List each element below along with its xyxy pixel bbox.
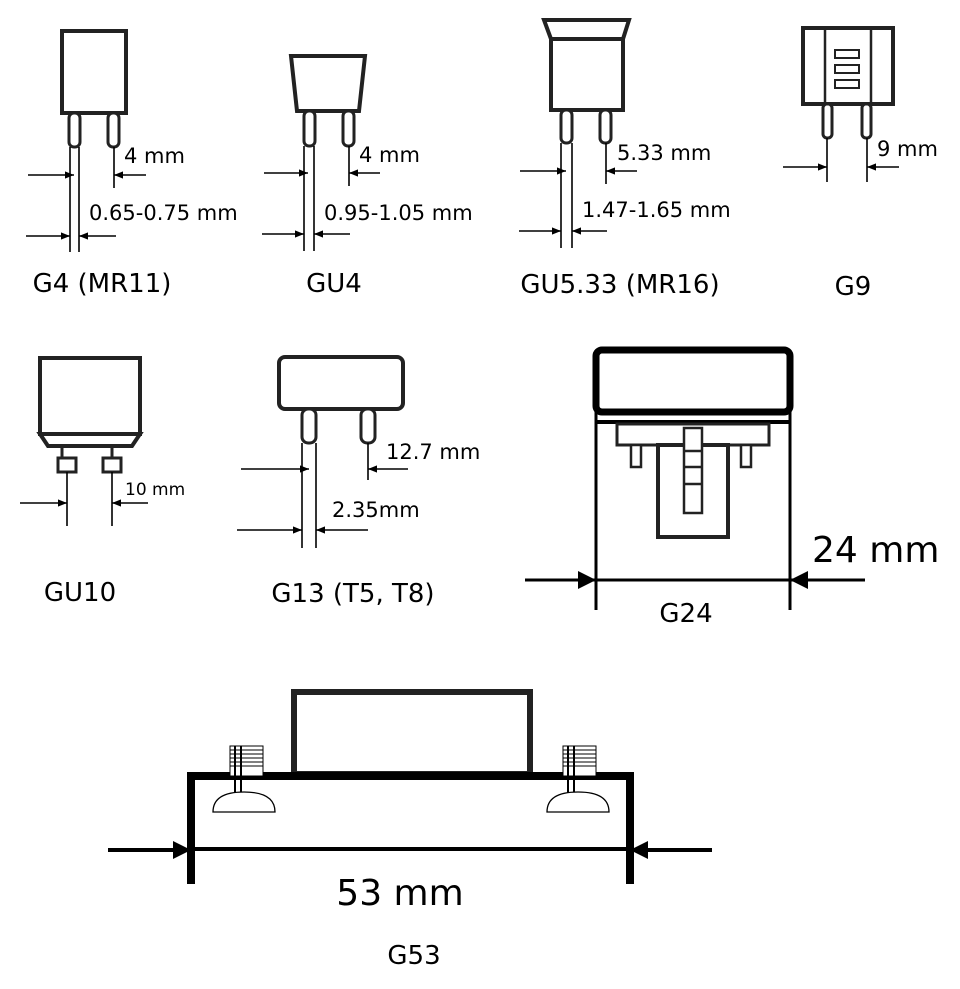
gu10-pin-right xyxy=(101,456,123,474)
gu4-pin-left xyxy=(302,109,317,148)
gu533-pin-diameter-label: 1.47-1.65 mm xyxy=(582,198,731,222)
g13-pin-left xyxy=(300,407,318,445)
gu10-lamp-rim xyxy=(36,432,144,448)
gu533-spacing-label: 5.33 mm xyxy=(617,141,711,165)
g53-name: G53 xyxy=(387,941,440,971)
g24-spacing-label: 24 mm xyxy=(812,530,939,571)
gu4-pin-right xyxy=(341,109,356,148)
g53-screw-left xyxy=(212,745,276,813)
gu4-spacing-label: 4 mm xyxy=(359,143,420,167)
gu10-name: GU10 xyxy=(44,578,116,608)
socket-gu4: 4 mm 0.95-1.05 mm GU4 xyxy=(262,54,473,299)
g53-screw-right xyxy=(546,745,610,813)
gu533-name: GU5.33 (MR16) xyxy=(520,270,719,300)
g9-spacing-label: 9 mm xyxy=(877,137,938,161)
socket-g53: 53 mm G53 xyxy=(108,689,712,971)
g4-spacing-label: 4 mm xyxy=(124,144,185,168)
g53-base-frame xyxy=(187,772,634,884)
g4-name: G4 (MR11) xyxy=(33,269,172,299)
g53-screw-head xyxy=(546,791,610,813)
g9-name: G9 xyxy=(835,272,872,302)
g9-lamp-body xyxy=(801,26,895,106)
g9-slot xyxy=(834,49,860,59)
gu4-lamp-body xyxy=(288,54,368,113)
gu10-pin-left xyxy=(56,456,78,474)
g24-lamp-body xyxy=(592,346,794,416)
gu533-pin-left xyxy=(559,108,574,145)
g24-side-pin xyxy=(629,443,643,469)
g9-slot xyxy=(834,64,860,74)
g4-pin-right xyxy=(106,111,121,149)
socket-gu10: 10 mm GU10 xyxy=(20,356,185,608)
gu533-pin-right xyxy=(598,108,613,145)
g13-name: G13 (T5, T8) xyxy=(271,579,434,609)
g24-key-slot xyxy=(682,426,704,515)
gu10-lamp-body xyxy=(38,356,142,436)
socket-g13: 12.7 mm 2.35mm G13 (T5, T8) xyxy=(237,355,480,609)
gu4-name: GU4 xyxy=(306,269,362,299)
g53-spacing-label: 53 mm xyxy=(336,873,463,914)
socket-gu533: 5.33 mm 1.47-1.65 mm GU5.33 (MR16) xyxy=(519,18,731,300)
g53-screw-thread-lines xyxy=(563,749,596,767)
g4-pin-diameter-label: 0.65-0.75 mm xyxy=(89,201,238,225)
g9-pin-left xyxy=(821,102,834,140)
g4-lamp-body xyxy=(60,29,128,115)
g53-screw-head xyxy=(212,791,276,813)
g13-pin-diameter-label: 2.35mm xyxy=(332,498,420,522)
g9-pin-right xyxy=(860,102,873,140)
g9-slot xyxy=(834,79,860,89)
gu10-spacing-label: 10 mm xyxy=(125,480,185,500)
g53-screw-thread-lines xyxy=(230,749,263,767)
socket-g24: 24 mm G24 xyxy=(525,346,939,629)
g24-side-pin xyxy=(739,443,753,469)
g13-pin-right xyxy=(359,407,377,445)
socket-g9: 9 mm G9 xyxy=(783,26,938,302)
gu533-lamp-body xyxy=(549,37,625,112)
g53-lamp-body xyxy=(291,689,533,777)
g13-lamp-body xyxy=(277,355,405,411)
gu4-pin-diameter-label: 0.95-1.05 mm xyxy=(324,201,473,225)
socket-g4: 4 mm 0.65-0.75 mm G4 (MR11) xyxy=(26,29,238,299)
g24-name: G24 xyxy=(659,599,712,629)
g4-pin-left xyxy=(67,111,82,149)
gu533-lamp-reflector xyxy=(541,18,632,41)
g13-spacing-label: 12.7 mm xyxy=(386,440,480,464)
